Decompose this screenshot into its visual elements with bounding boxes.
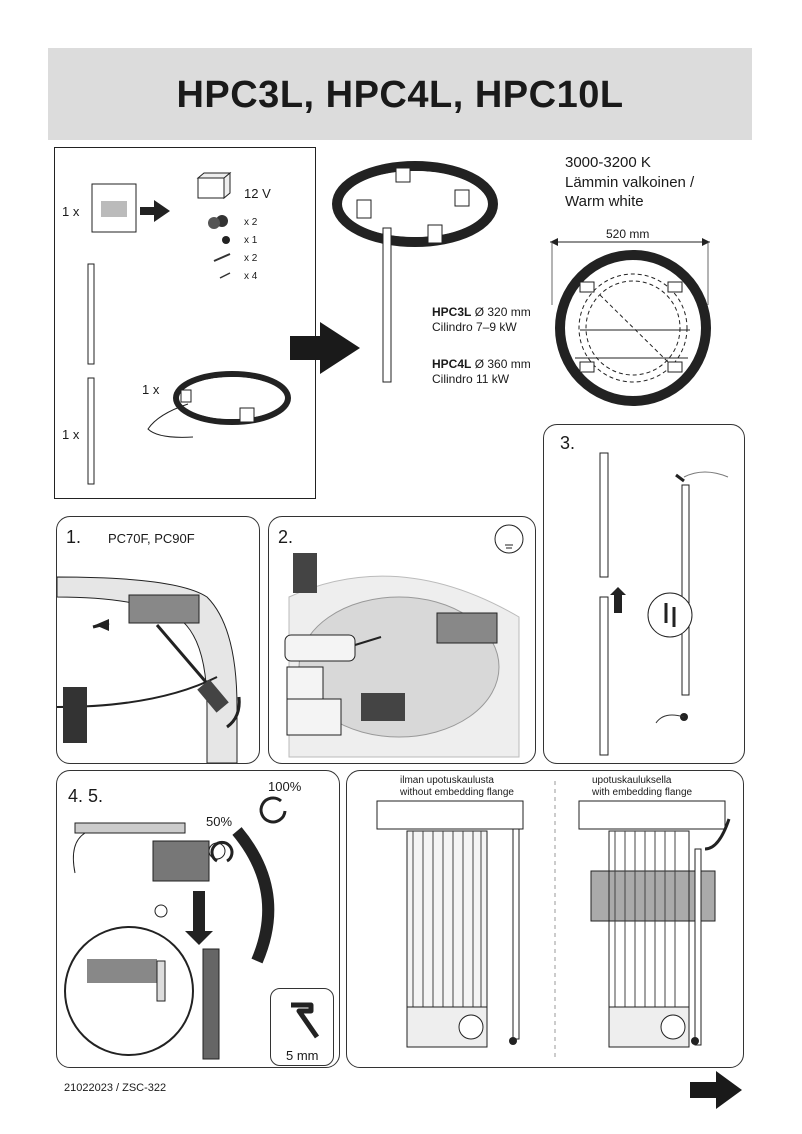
torque-50: 50% [206, 814, 233, 829]
step-1-models: PC70F, PC90F [108, 531, 195, 546]
document-code: 21022023 / ZSC-322 [64, 1082, 167, 1094]
rod-qty: 1 x [62, 427, 80, 442]
without-flange-fi: ilman upotuskaulusta [400, 775, 494, 786]
step-1-label: 1. [66, 527, 82, 547]
flange-panel [346, 770, 744, 1068]
color-fi: Lämmin valkoinen / [565, 174, 695, 191]
step-45-label: 4. 5. [68, 786, 104, 806]
qty-b: x 1 [244, 235, 258, 246]
allen-key-inset [270, 988, 334, 1066]
hpc4l-spec: HPC4L Ø 360 mm [432, 357, 531, 371]
without-flange-en: without embedding flange [400, 787, 514, 798]
color-temp: 3000-3200 K [565, 154, 651, 171]
step-2-label: 2. [278, 527, 294, 547]
step-3-label: 3. [560, 433, 576, 453]
hpc3l-spec: HPC3L Ø 320 mm [432, 305, 531, 319]
with-flange-en: with embedding flange [592, 787, 693, 798]
hpc3l-sub: Cilindro 7–9 kW [432, 320, 517, 334]
step-3-panel [543, 424, 745, 764]
width-label: 520 mm [606, 227, 650, 241]
with-flange-fi: upotuskauluksella [592, 775, 672, 786]
title-band [48, 48, 752, 140]
color-en: Warm white [565, 193, 644, 210]
voltage-label: 12 V [244, 186, 271, 201]
torque-100: 100% [268, 779, 302, 794]
controller-qty: 1 x [62, 204, 80, 219]
qty-d: x 4 [244, 271, 258, 282]
allen-key-size: 5 mm [286, 1048, 319, 1063]
qty-c: x 2 [244, 253, 258, 264]
step-1-panel [56, 516, 260, 764]
step-2-panel [268, 516, 536, 764]
page-title: HPC3L, HPC4L, HPC10L [176, 74, 624, 116]
hpc4l-sub: Cilindro 11 kW [432, 372, 510, 386]
ring-qty: 1 x [142, 382, 160, 397]
qty-a: x 2 [244, 217, 258, 228]
